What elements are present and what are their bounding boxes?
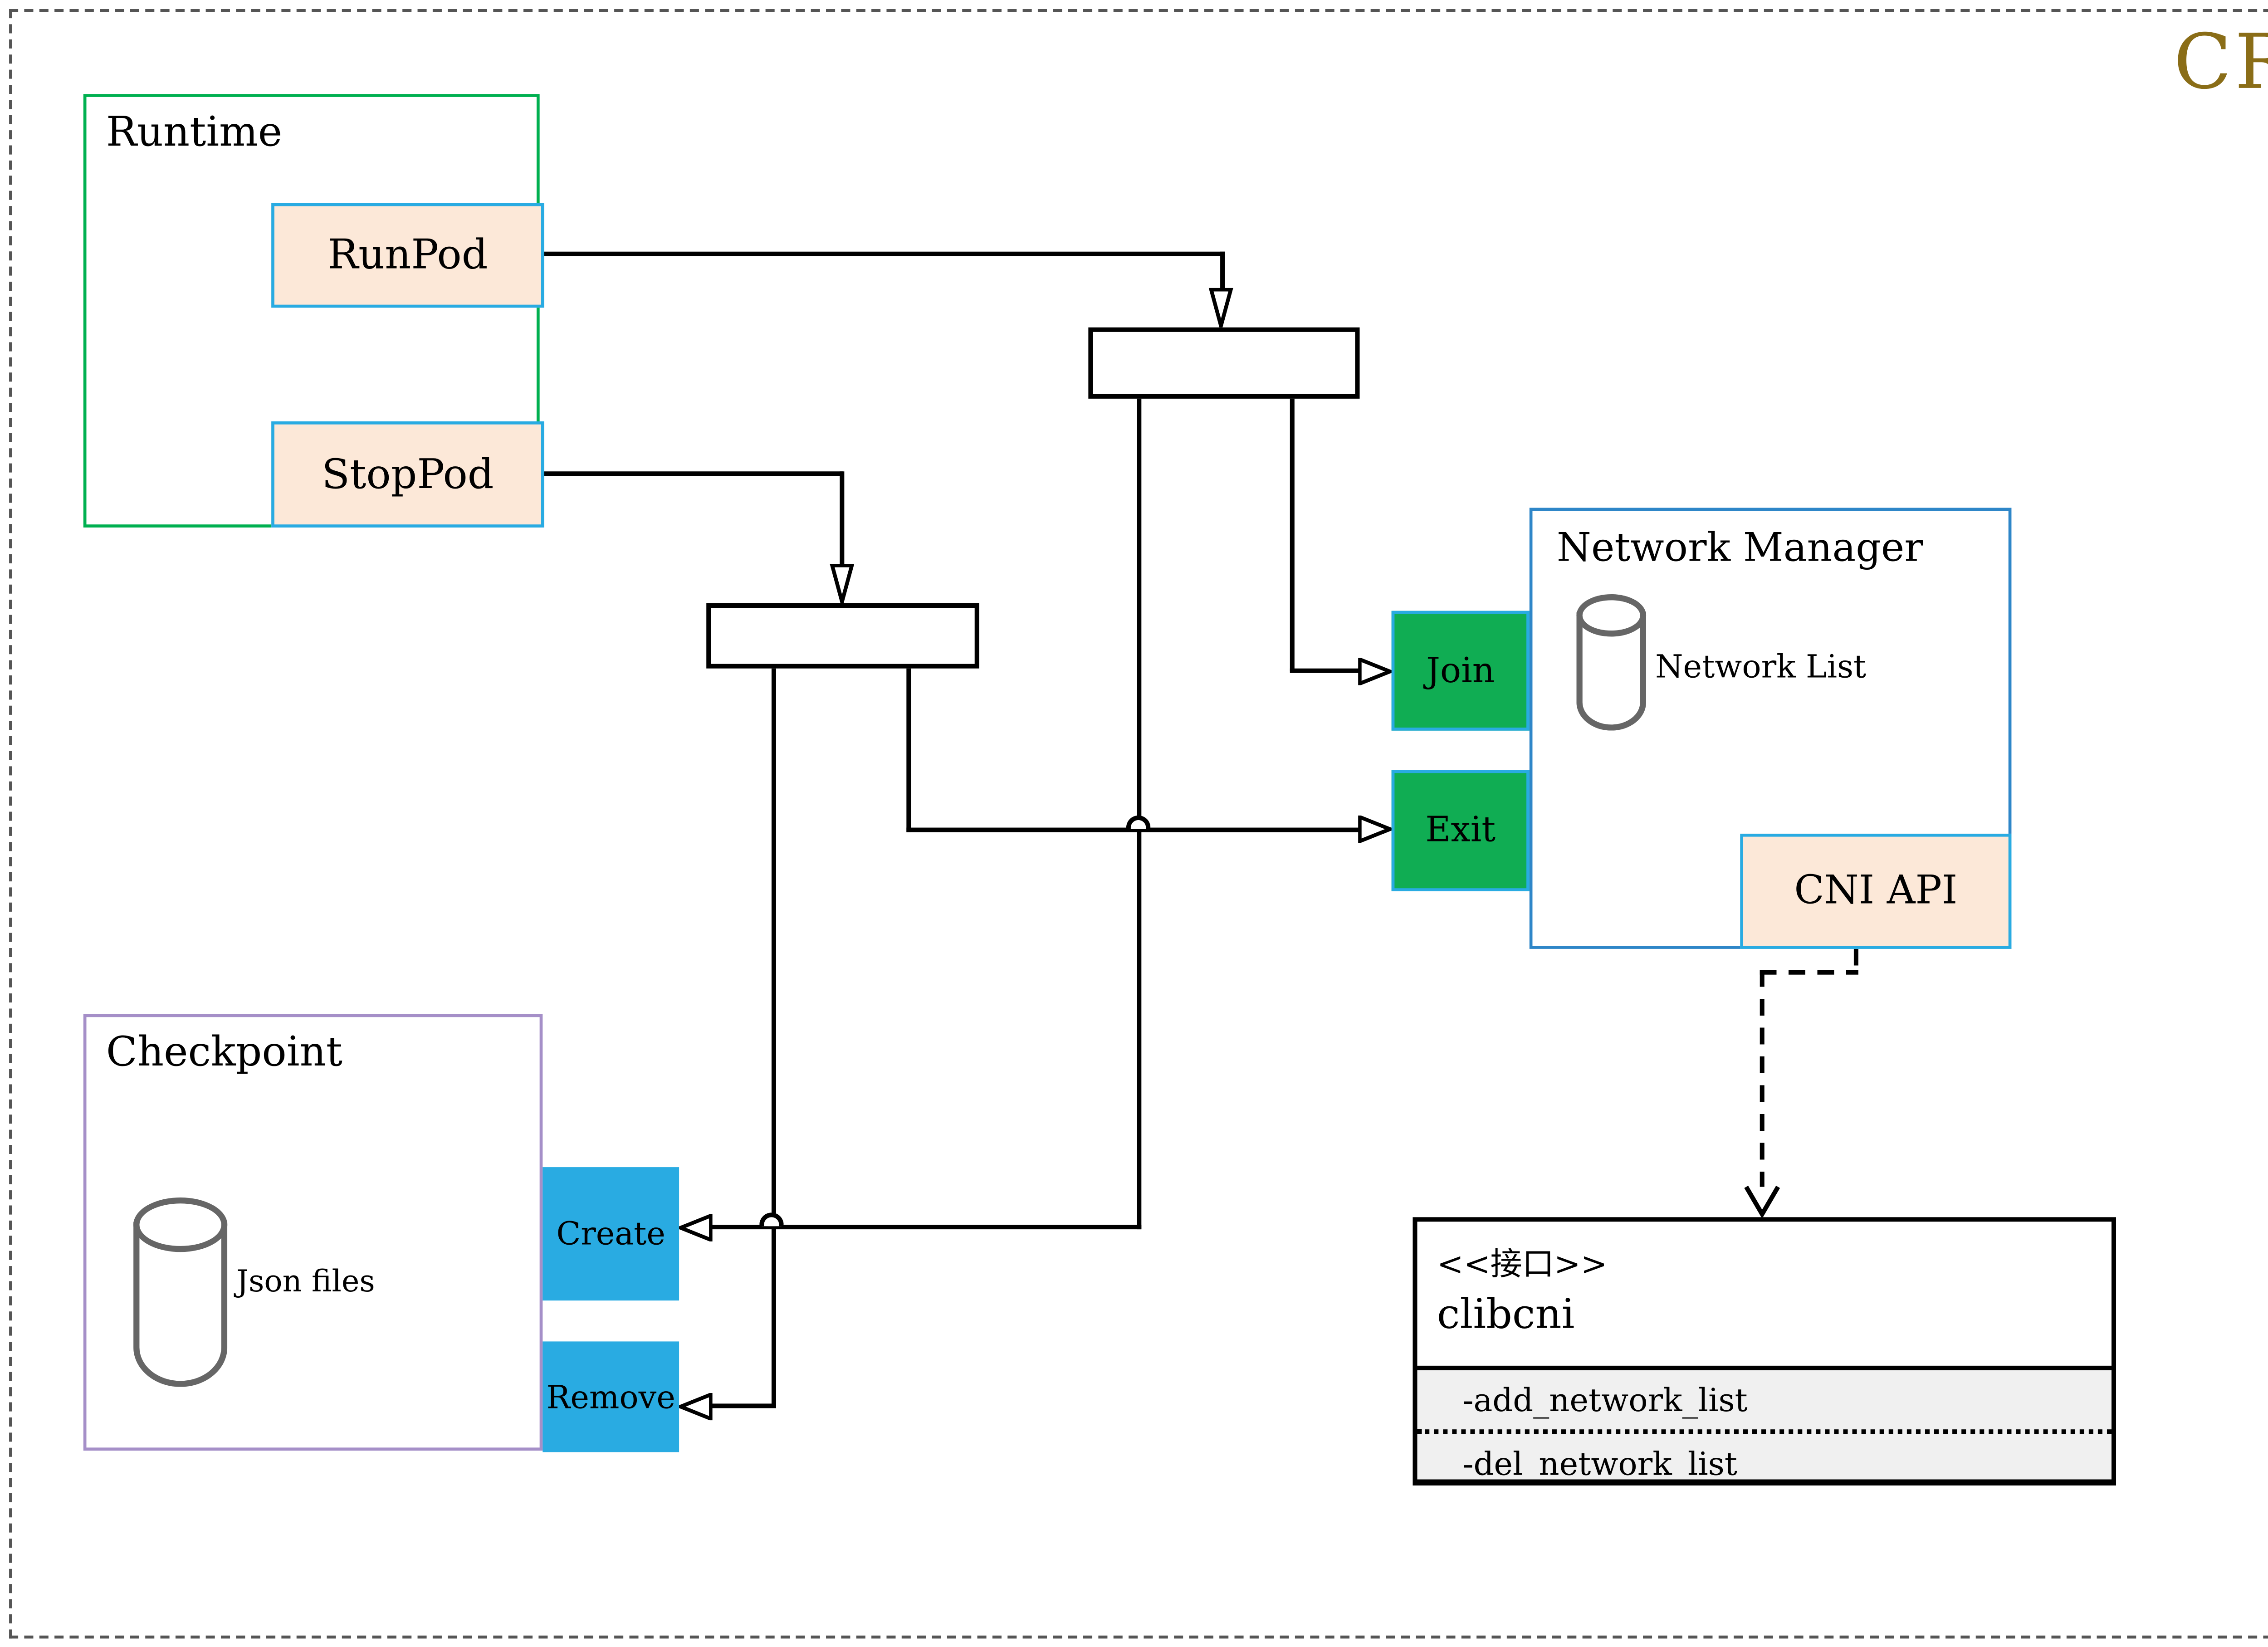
remove-connector-h bbox=[709, 1403, 776, 1408]
clibcni-method-row: -add_network_list bbox=[1417, 1370, 2112, 1434]
runpod-junction-box bbox=[1088, 327, 1360, 399]
hollow-arrowhead-left-icon bbox=[679, 1393, 713, 1421]
diagram-title: CRI bbox=[2173, 18, 2268, 106]
runpod-connector-v bbox=[1220, 251, 1225, 291]
create-node: Create bbox=[543, 1167, 679, 1301]
clibcni-title-compartment: <<接口>> clibcni bbox=[1417, 1222, 2112, 1366]
join-connector-v bbox=[1290, 398, 1295, 672]
network-manager-group-label: Network Manager bbox=[1556, 526, 1923, 572]
stoppod-node: StopPod bbox=[271, 421, 544, 528]
hollow-arrowhead-down-icon bbox=[1208, 288, 1233, 327]
join-connector-h bbox=[1290, 668, 1361, 673]
runtime-group-label: Runtime bbox=[106, 109, 283, 156]
join-label: Join bbox=[1426, 651, 1495, 691]
exit-connector-v bbox=[906, 668, 911, 832]
runpod-label: RunPod bbox=[327, 232, 488, 279]
clibcni-methods-compartment: -add_network_list -del_network_list bbox=[1417, 1365, 2112, 1482]
hollow-arrowhead-left-icon bbox=[679, 1214, 713, 1241]
clibcni-stereotype: <<接口>> bbox=[1437, 1246, 1608, 1283]
exit-label: Exit bbox=[1425, 811, 1496, 850]
cni-dashed-connector-v1 bbox=[1853, 948, 1858, 975]
hollow-arrowhead-right-icon bbox=[1358, 658, 1392, 685]
remove-connector-v bbox=[771, 668, 776, 1407]
clibcni-interface-box: <<接口>> clibcni -add_network_list -del_ne… bbox=[1413, 1217, 2116, 1486]
cni-dashed-connector-h bbox=[1760, 970, 1858, 975]
open-arrowhead-down-icon bbox=[1744, 1186, 1780, 1217]
stoppod-label: StopPod bbox=[322, 451, 494, 498]
exit-node: Exit bbox=[1391, 770, 1530, 891]
network-list-database-cylinder-icon bbox=[1576, 594, 1647, 637]
hollow-arrowhead-down-icon bbox=[830, 564, 855, 603]
remove-label: Remove bbox=[546, 1378, 675, 1415]
checkpoint-database-cylinder-icon bbox=[133, 1197, 228, 1252]
stoppod-connector-v bbox=[840, 471, 845, 567]
create-connector-v bbox=[1137, 398, 1142, 1230]
cni-api-node: CNI API bbox=[1740, 833, 2012, 949]
hollow-arrowhead-right-icon bbox=[1358, 815, 1392, 843]
cni-api-label: CNI API bbox=[1794, 868, 1958, 914]
clibcni-method-row: -del_network_list bbox=[1462, 1445, 1737, 1482]
json-files-label: Json files bbox=[236, 1262, 375, 1299]
stoppod-junction-box bbox=[706, 603, 979, 669]
create-label: Create bbox=[556, 1216, 665, 1252]
clibcni-name: clibcni bbox=[1437, 1291, 1575, 1339]
checkpoint-group-label: Checkpoint bbox=[106, 1029, 343, 1076]
outer-dashed-border bbox=[9, 9, 2268, 1639]
cni-dashed-connector-v2 bbox=[1760, 970, 1765, 1187]
create-connector-h bbox=[709, 1225, 1142, 1230]
remove-node: Remove bbox=[543, 1341, 679, 1452]
network-list-label: Network List bbox=[1655, 649, 1867, 685]
exit-connector-h bbox=[906, 827, 1361, 832]
create-line-hop bbox=[759, 1212, 784, 1227]
join-node: Join bbox=[1391, 611, 1530, 731]
runpod-connector-h bbox=[544, 251, 1225, 256]
runpod-node: RunPod bbox=[271, 203, 544, 308]
stoppod-connector-h bbox=[544, 471, 843, 476]
